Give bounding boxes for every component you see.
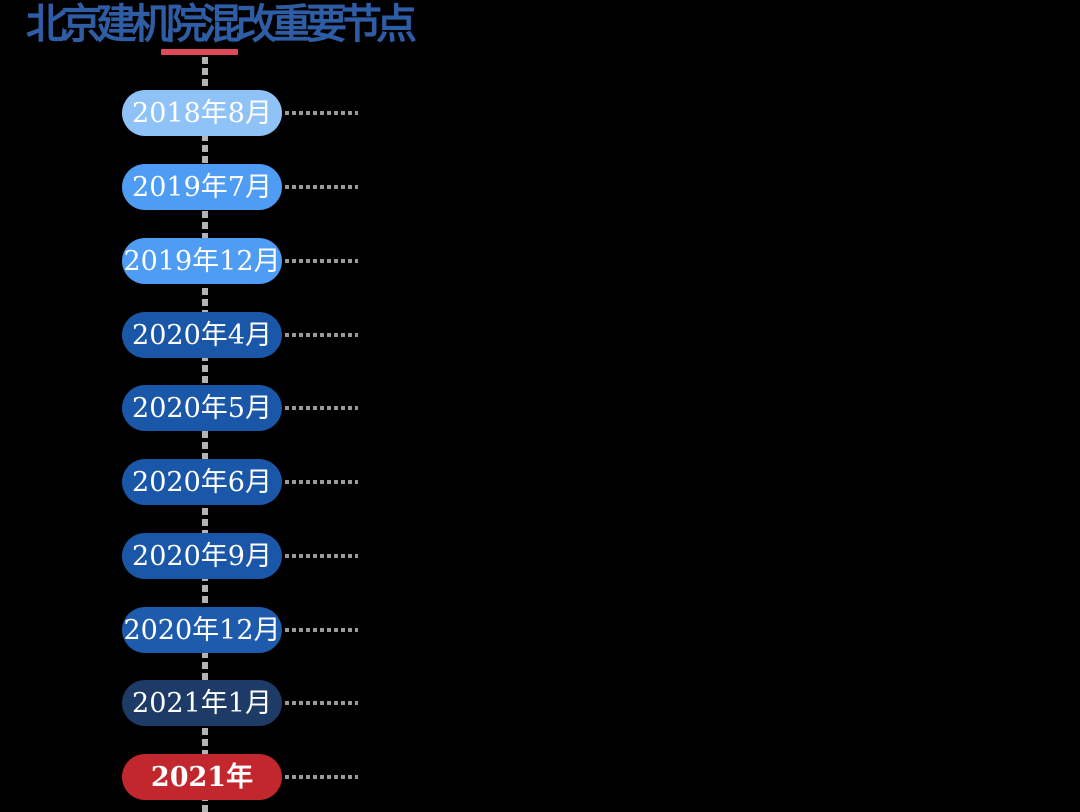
dotted-connector: [285, 406, 358, 410]
timeline-row: 2021年: [122, 754, 562, 800]
timeline-node: 2019年7月: [122, 164, 282, 210]
timeline-row: 2019年12月: [122, 238, 562, 284]
timeline-node: 2021年: [122, 754, 282, 800]
timeline-row: 2020年6月: [122, 459, 562, 505]
timeline-node: 2018年8月: [122, 90, 282, 136]
timeline-row: 2020年4月: [122, 312, 562, 358]
timeline-node: 2020年6月: [122, 459, 282, 505]
dotted-connector: [285, 554, 358, 558]
timeline-node: 2021年1月: [122, 680, 282, 726]
dotted-connector: [285, 185, 358, 189]
timeline-node: 2020年5月: [122, 385, 282, 431]
timeline-row: 2020年9月: [122, 533, 562, 579]
timeline-row: 2021年1月: [122, 680, 562, 726]
dotted-connector: [285, 775, 358, 779]
timeline-row: 2019年7月: [122, 164, 562, 210]
dotted-connector: [285, 628, 358, 632]
dotted-connector: [285, 259, 358, 263]
dotted-connector: [285, 480, 358, 484]
timeline-spine-dashed-line: [202, 57, 208, 812]
timeline-node: 2020年9月: [122, 533, 282, 579]
dotted-connector: [285, 701, 358, 705]
title-underline: [161, 49, 238, 55]
timeline-node: 2019年12月: [122, 238, 282, 284]
timeline-row: 2018年8月: [122, 90, 562, 136]
timeline-node: 2020年4月: [122, 312, 282, 358]
timeline-row: 2020年5月: [122, 385, 562, 431]
timeline-row: 2020年12月: [122, 607, 562, 653]
dotted-connector: [285, 111, 358, 115]
dotted-connector: [285, 333, 358, 337]
page-title: 北京建机院混改重要节点: [26, 0, 417, 48]
timeline-node: 2020年12月: [122, 607, 282, 653]
